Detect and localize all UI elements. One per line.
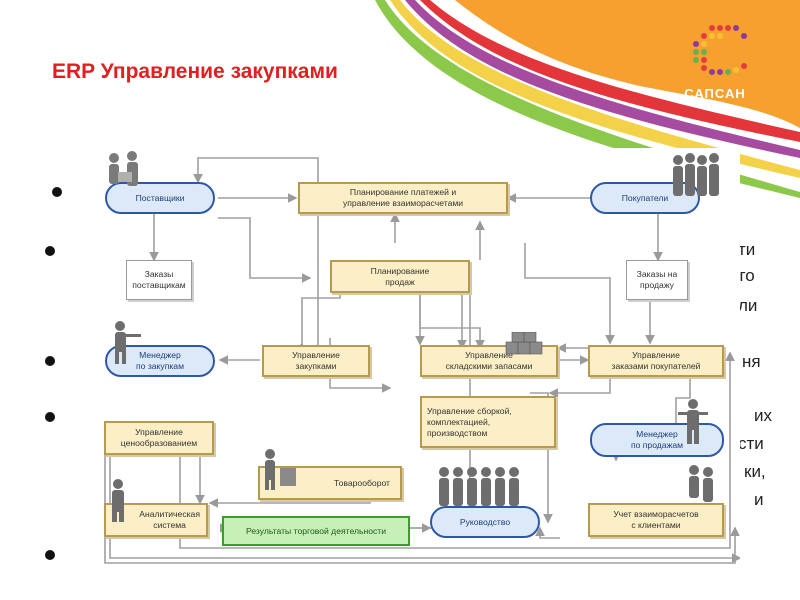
node-buyers: Покупатели: [590, 182, 700, 214]
node-management: Руководство: [430, 506, 540, 538]
page-title: ERP Управление закупками: [52, 60, 338, 83]
orange-banner: [455, 0, 800, 128]
swoosh-purple: [405, 0, 800, 158]
background-text-fragment: ли: [738, 296, 758, 315]
person-icon: [112, 479, 124, 522]
bullet-marker: [52, 187, 62, 197]
people-icon: [673, 153, 719, 196]
person-icon: [678, 399, 708, 444]
swoosh-red: [420, 0, 800, 142]
people-icon: [109, 151, 138, 186]
node-assembly: Управление сборкой,комплектацией,произво…: [420, 396, 556, 448]
bullet-marker: [45, 356, 55, 366]
bullet-marker: [45, 412, 55, 422]
boxes-icon: [505, 332, 543, 355]
node-trade-results: Результаты торговой деятельности: [222, 516, 410, 546]
background-text-fragment: ти: [738, 240, 756, 259]
background-text-fragment: сти: [738, 434, 764, 453]
background-text-fragment: ня: [742, 352, 761, 371]
bullet-marker: [45, 550, 55, 560]
swoosh-yellow: [390, 0, 800, 178]
background-text-fragment: их: [754, 406, 772, 425]
person-icon: [689, 465, 713, 502]
sapsan-logo-icon: [693, 25, 747, 75]
background-text-fragment: ки,: [744, 462, 766, 481]
bullet-marker: [45, 246, 55, 256]
brand-name: САПСАН: [684, 86, 746, 101]
node-suppliers: Поставщики: [105, 182, 215, 214]
person-icon: [265, 449, 296, 490]
people-icon: [439, 467, 519, 506]
background-text-fragment: и: [754, 490, 764, 509]
person-icon: [115, 321, 141, 364]
